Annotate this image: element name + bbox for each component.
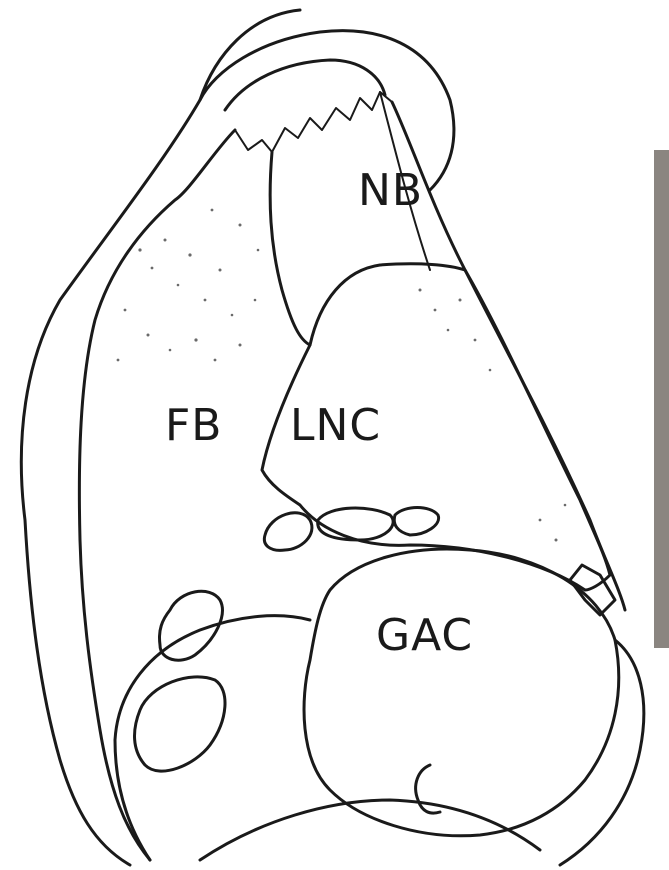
sesamoid-cartilage-1: [264, 513, 312, 551]
outer-nose-outline: [21, 10, 300, 865]
sesamoid-cartilage-3: [394, 508, 438, 536]
label-gac: GAC: [376, 610, 473, 661]
image-edge-strip: [654, 150, 669, 648]
label-lnc: LNC: [290, 400, 381, 451]
nostril-lower: [135, 677, 226, 771]
nasal-bone-torn-edge: [235, 92, 392, 152]
greater-alar-cartilage-outline: [304, 549, 619, 836]
alar-lobule-outline: [115, 616, 310, 860]
frontal-bone-stipple: [117, 209, 260, 362]
columella-base: [200, 800, 540, 860]
label-nb: NB: [358, 165, 423, 216]
label-fb: FB: [165, 400, 223, 451]
nasal-cap-inner: [225, 60, 385, 110]
sesamoid-cartilage-2: [318, 508, 393, 540]
nasal-bone-left-edge: [270, 152, 310, 345]
